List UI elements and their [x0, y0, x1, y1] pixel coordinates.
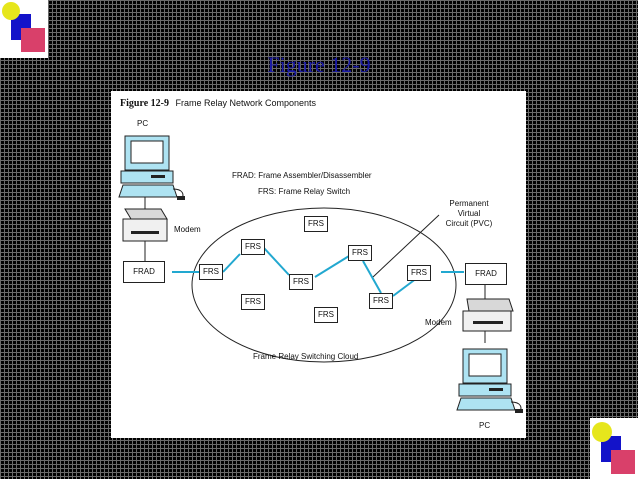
corner-logo-top-left	[0, 0, 48, 58]
frs-box: FRS	[314, 307, 338, 323]
network-diagram	[118, 135, 523, 413]
frs-box: FRS	[407, 265, 431, 281]
pvc-pointer-line	[372, 214, 440, 278]
frs-definition: FRS: Frame Relay Switch	[258, 187, 351, 196]
frs-box: FRS	[241, 239, 265, 255]
frs-box: FRS	[241, 294, 265, 310]
pc-icon-right	[456, 348, 523, 413]
pc-label-left: PC	[137, 119, 149, 128]
cloud-label: Frame Relay Switching Cloud	[253, 352, 359, 361]
pvc-path	[172, 247, 464, 297]
modem-icon-left	[122, 208, 168, 242]
slide-title: Figure 12-9	[267, 52, 371, 77]
logo-yellow-circle	[2, 2, 20, 20]
pvc-label-line1: Permanent	[449, 199, 489, 208]
modem-icon-right	[462, 298, 514, 332]
modem-label-right: Modem	[425, 318, 452, 327]
frs-box: FRS	[348, 245, 372, 261]
pvc-label-line2: Virtual	[457, 209, 481, 218]
frad-box-right: FRAD	[465, 263, 507, 285]
figure-caption: Figure 12-9 Frame Relay Network Componen…	[120, 98, 316, 109]
logo-pink-square	[611, 450, 635, 474]
figure-number: Figure 12-9	[120, 98, 169, 109]
frs-box: FRS	[304, 216, 328, 232]
frs-box: FRS	[369, 293, 393, 309]
logo-pink-square	[21, 28, 45, 52]
pc-label-right: PC	[479, 421, 491, 430]
corner-logo-bottom-right	[590, 418, 638, 479]
switching-cloud	[191, 207, 457, 363]
pc-icon-left	[118, 135, 185, 200]
pvc-label: Permanent Virtual Circuit (PVC)	[429, 199, 509, 229]
figure-panel: Figure 12-9 Frame Relay Network Componen…	[111, 91, 526, 438]
pvc-label-line3: Circuit (PVC)	[445, 219, 493, 228]
logo-yellow-circle	[592, 422, 612, 442]
figure-caption-text: Frame Relay Network Components	[175, 98, 317, 108]
frs-box: FRS	[199, 264, 223, 280]
modem-label-left: Modem	[174, 225, 201, 234]
frs-box: FRS	[289, 274, 313, 290]
frad-box-left: FRAD	[123, 261, 165, 283]
frad-definition: FRAD: Frame Assembler/Disassembler	[232, 171, 372, 180]
